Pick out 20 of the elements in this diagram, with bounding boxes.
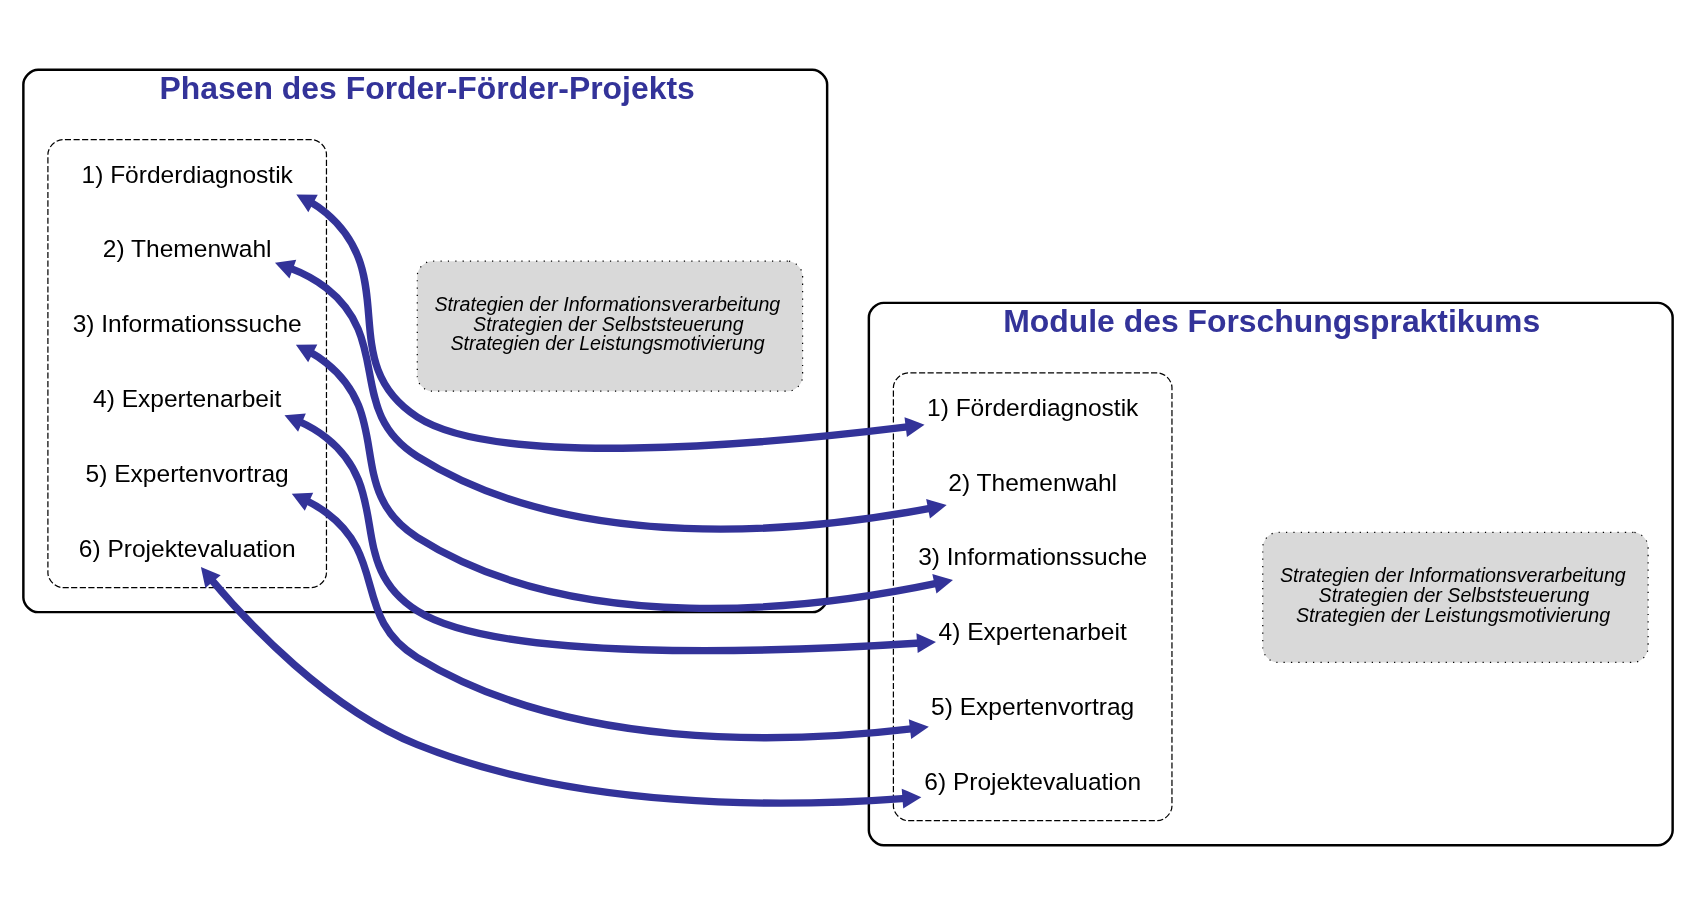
node-text: 1) Förderdiagnostik (927, 393, 1139, 421)
arrow (200, 566, 922, 809)
node-text: 6) Projektevaluation (78, 534, 296, 562)
cluster (892, 372, 1173, 822)
node-text: 2) Themenwahl (102, 235, 272, 263)
node-text: 4) Expertenarbeit (93, 385, 282, 413)
arrow (295, 344, 953, 612)
node-text: 1) Förderdiagnostik (81, 160, 293, 188)
node-box: Strategien der Informationsverarbeitung Strategien der Selbststeuerung Strategien der Leistungsmotivierung (1262, 531, 1649, 664)
node-text: 2) Themenwahl (948, 468, 1117, 496)
node-text: 3) Informationssuche (918, 543, 1148, 571)
arrow (296, 194, 925, 452)
node-text: 5) Expertenvortrag (931, 693, 1135, 721)
node-text: 5) Expertenvortrag (85, 460, 289, 488)
arrow (291, 492, 929, 742)
node-text: 3) Informationssuche (72, 310, 302, 338)
arrow (284, 413, 936, 655)
node-text: 4) Expertenarbeit (938, 618, 1127, 646)
node-box: Strategien der Informationsverarbeitung Strategien der Selbststeuerung Strategien der Leistungsmotivierung (416, 260, 804, 392)
node-text: 6) Projektevaluation (924, 768, 1142, 796)
